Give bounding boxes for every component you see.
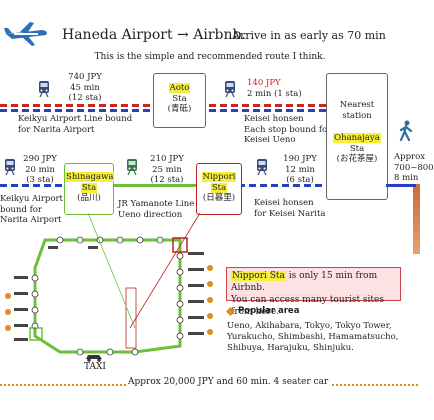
yamanote-line-map (5, 212, 213, 356)
ohanajaya-name: Ohanajaya (333, 133, 381, 143)
bottom-seg2-line1: JR Yamanote Line (118, 199, 195, 209)
top-seg1-stops: (12 sta) (68, 93, 102, 103)
subtitle: This is the simple and recommended route… (94, 52, 326, 62)
bottom-seg3-time: 12 min (285, 164, 315, 175)
bottom-seg3-price: 190 JPY (283, 154, 317, 164)
bottom-seg1-stops: (3 sta) (26, 175, 54, 185)
aoto-station-box: Aoto Sta (青砥) (153, 73, 206, 128)
bottom-seg2-line2: Ueno direction (118, 209, 183, 220)
nippori-jp: (日暮里) (202, 193, 236, 203)
popular-areas-1: Ueno, Akihabara, Tokyo, Tokyo Tower, (227, 321, 392, 331)
train-icon (39, 81, 49, 98)
walk-line1: Approx (394, 152, 425, 162)
popular-areas-3: Shibuya, Harajuku, Shinjuku. (227, 343, 354, 353)
walk-line3: 8 min (394, 173, 419, 183)
aoto-label: Sta (172, 93, 187, 104)
bottom-route-blue-line-2 (238, 184, 326, 187)
top-seg2-line1: Keisei honsen (244, 114, 304, 124)
shinagawa-name: Shinagawa (65, 172, 115, 182)
shinagawa-label: Sta (80, 182, 98, 193)
walk-line2: 700~800 (394, 162, 434, 173)
nippori-note: Nippori Sta is only 15 min from Airbnb. … (226, 267, 401, 317)
ohanajaya-pre2: station (342, 110, 372, 121)
bottom-seg2-price: 210 JPY (150, 154, 184, 164)
bottom-seg1-line3: Narita Airport (0, 215, 62, 225)
aoto-jp: (青砥) (167, 104, 192, 114)
popular-areas-2: Yurakucho, Shimbashi, Hamamatsucho, (227, 332, 399, 342)
bottom-seg2-stops: (12 sta) (150, 175, 184, 185)
top-seg2-line3: Keisei Ueno (244, 135, 296, 145)
note-line2: You can access many tourist sites from h… (231, 295, 384, 317)
taxi-info: Approx 20,000 JPY and 60 min. 4 seater c… (126, 377, 331, 388)
train-icon (225, 81, 235, 98)
train-icon (257, 159, 267, 176)
diamond-icon (226, 307, 235, 316)
taxi-icon (86, 355, 102, 362)
destination-photo (413, 184, 420, 254)
bottom-seg3-stops: (6 sta) (286, 175, 314, 185)
bottom-seg3-line1: Keisei honsen (254, 198, 314, 208)
bottom-seg3-line2: for Keisei Narita (254, 208, 326, 219)
walking-person-icon (399, 120, 413, 142)
bottom-seg2-time: 25 min (152, 164, 182, 175)
popular-area-label: Popular area (238, 306, 300, 316)
train-icon (5, 159, 15, 176)
nippori-name: Nippori (201, 172, 237, 182)
page-title: Haneda Airport → Airbnb. (62, 27, 246, 43)
top-seg2-time: 2 min (1 sta) (247, 88, 302, 99)
nippori-station-box: Nippori Sta (日暮里) (196, 163, 242, 215)
top-seg1-line1: Keikyu Airport Line bound (18, 114, 133, 124)
top-seg2-line2: Each stop bound for (244, 124, 332, 135)
aoto-name: Aoto (168, 83, 191, 93)
bottom-seg1-time: 20 min (25, 164, 55, 175)
walk-line (386, 184, 416, 187)
nippori-label: Sta (210, 182, 228, 193)
top-seg2-price: 140 JPY (247, 78, 281, 88)
shinagawa-station-box: Shinagawa Sta (品川) (64, 163, 115, 215)
arrival-time: Arrive in as early as 70 min (232, 29, 386, 42)
bottom-route-blue-line (0, 184, 66, 187)
bottom-seg1-price: 290 JPY (23, 154, 57, 164)
ohanajaya-jp: (お花茶屋) (336, 154, 378, 164)
taxi-label: TAXI (84, 362, 106, 372)
top-seg1-line2: for Narita Airport (18, 124, 95, 135)
note-highlight: Nippori Sta (231, 271, 286, 281)
top-seg1-price: 740 JPY (68, 72, 102, 82)
note-rest: is only 15 min from Airbnb. (231, 271, 378, 293)
ohanajaya-pre1: Nearest (339, 100, 375, 110)
bottom-seg1-line1: Keikyu Airport Line (0, 194, 85, 204)
bottom-seg1-line2: bound for (0, 204, 42, 215)
shinagawa-jp: (品川) (77, 193, 101, 203)
ohanajaya-station-box: Nearest station Ohanajaya Sta (お花茶屋) (326, 73, 388, 200)
airplane-icon (4, 22, 47, 46)
ohanajaya-label: Sta (349, 143, 365, 154)
train-icon (127, 159, 137, 176)
top-seg1-time: 45 min (70, 82, 100, 93)
bottom-route-green-line (110, 184, 198, 187)
